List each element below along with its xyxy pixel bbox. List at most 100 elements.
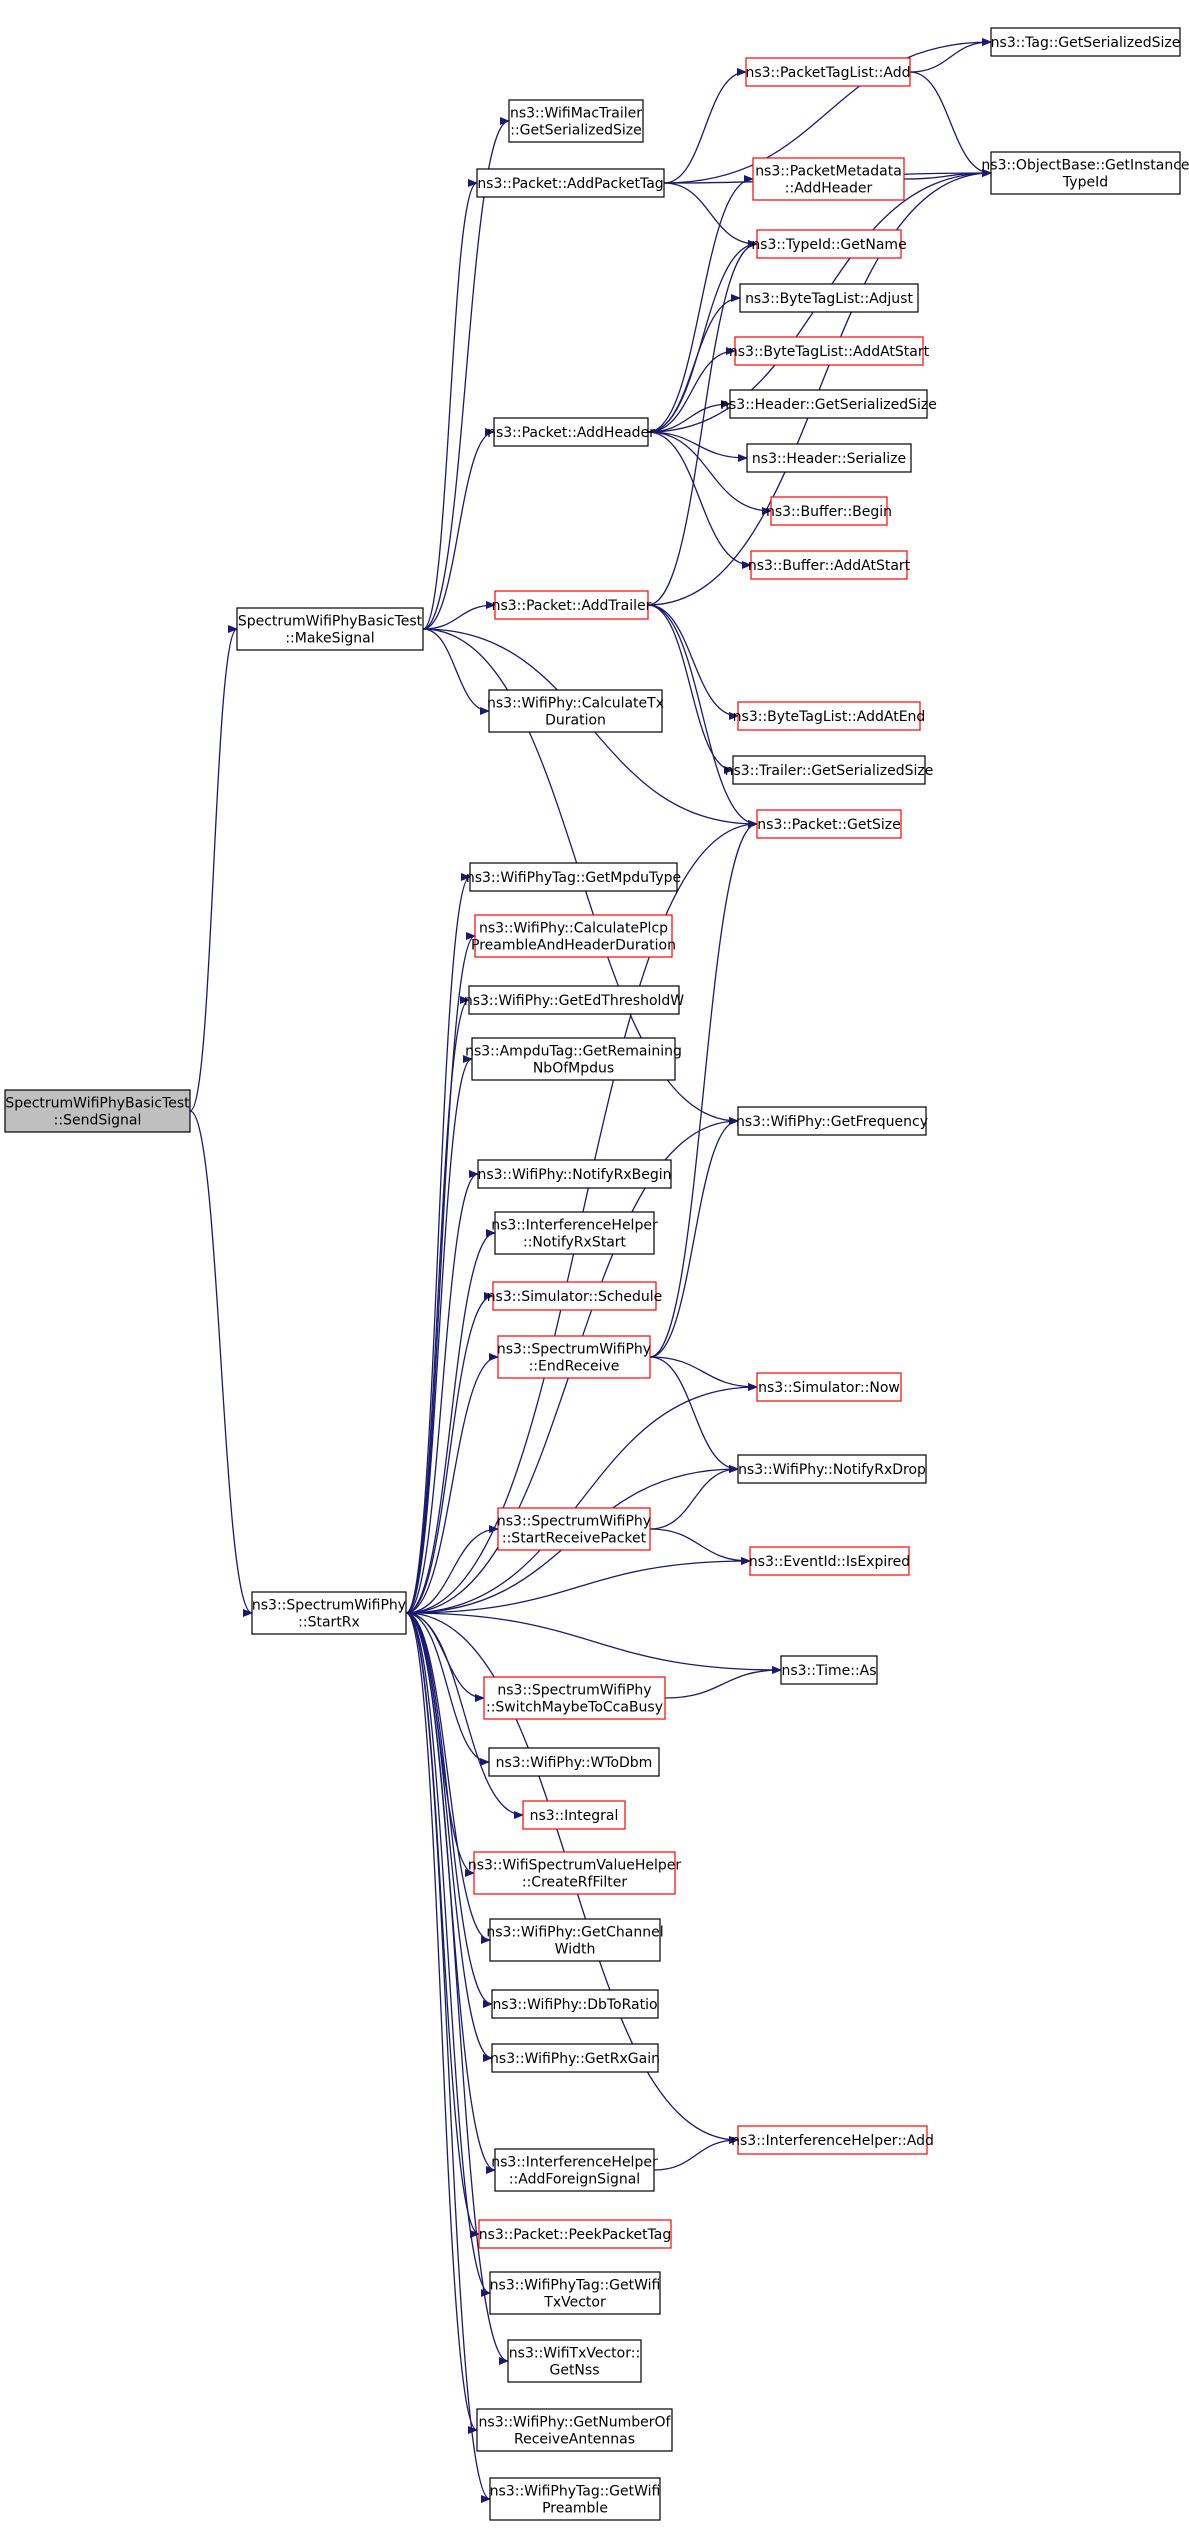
- graph-node-header_serialize[interactable]: ns3::Header::Serialize: [746, 443, 912, 473]
- node-label: ns3::PacketTagList::Add: [745, 65, 910, 81]
- node-box: [770, 496, 888, 526]
- graph-node-bytetag_adjust[interactable]: ns3::ByteTagList::Adjust: [739, 283, 919, 313]
- graph-node-peek_packet_tag[interactable]: ns3::Packet::PeekPacketTag: [478, 2219, 672, 2249]
- graph-node-bytetag_add_at_start[interactable]: ns3::ByteTagList::AddAtStart: [729, 336, 930, 366]
- node-box: [468, 985, 680, 1015]
- node-label: Width: [555, 1941, 596, 1957]
- graph-node-notify_rx_begin[interactable]: ns3::WifiPhy::NotifyRxBegin: [477, 1159, 672, 1189]
- node-box: [493, 417, 649, 447]
- node-label: ::StartReceivePacket: [502, 1530, 647, 1546]
- graph-node-eventid_is_expired[interactable]: ns3::EventId::IsExpired: [749, 1546, 910, 1576]
- graph-node-db_to_ratio[interactable]: ns3::WifiPhy::DbToRatio: [491, 1989, 659, 2019]
- node-box: [474, 914, 673, 958]
- graph-node-typeid_get_name[interactable]: ns3::TypeId::GetName: [751, 229, 907, 259]
- node-box: [491, 2043, 659, 2073]
- node-label: ns3::Time::As: [781, 1663, 876, 1679]
- node-label: ::AddForeignSignal: [509, 2171, 640, 2187]
- node-label: ::SwitchMaybeToCcaBusy: [486, 1699, 663, 1715]
- graph-node-trailer_ser_size[interactable]: ns3::Trailer::GetSerializedSize: [725, 755, 934, 785]
- node-label: ns3::SpectrumWifiPhy: [497, 1682, 651, 1698]
- graph-node-packet_get_size[interactable]: ns3::Packet::GetSize: [756, 809, 902, 839]
- node-box: [739, 283, 919, 313]
- graph-node-txvector_get_nss[interactable]: ns3::WifiTxVector::GetNss: [507, 2339, 642, 2383]
- graph-node-ih_notify_rx_start[interactable]: ns3::InterferenceHelper::NotifyRxStart: [491, 1211, 658, 1255]
- graph-node-ih_add_foreign[interactable]: ns3::InterferenceHelper::AddForeignSigna…: [491, 2148, 658, 2192]
- node-label: ns3::ByteTagList::Adjust: [745, 291, 913, 307]
- graph-node-header_ser_size[interactable]: ns3::Header::GetSerializedSize: [720, 389, 937, 419]
- node-label: ReceiveAntennas: [514, 2431, 635, 2447]
- call-edge-make_signal-to-add_trailer: [422, 601, 496, 630]
- node-box: [489, 2271, 661, 2315]
- node-label: ns3::WifiTxVector::: [509, 2345, 640, 2361]
- call-edge-start_rx-to-get_ed_threshold: [405, 996, 470, 1614]
- graph-node-tag_ser_size[interactable]: ns3::Tag::GetSerializedSize: [990, 27, 1181, 57]
- node-label: ns3::WifiPhy::GetChannel: [486, 1924, 663, 1940]
- node-label: ns3::WifiPhyTag::GetWifi: [490, 2483, 661, 2499]
- call-edge-start_rx-to-time_as: [405, 1612, 782, 1674]
- call-edge-add_trailer-to-typeid_get_name: [647, 240, 758, 606]
- node-label: ns3::WifiPhy::NotifyRxBegin: [477, 1167, 671, 1183]
- graph-node-mac_trailer[interactable]: ns3::WifiMacTrailer::GetSerializedSize: [508, 99, 644, 143]
- node-box: [251, 1591, 407, 1635]
- graph-node-switch_cca_busy[interactable]: ns3::SpectrumWifiPhy::SwitchMaybeToCcaBu…: [483, 1676, 666, 1720]
- node-label: ::NotifyRxStart: [523, 1234, 627, 1250]
- graph-node-time_as[interactable]: ns3::Time::As: [780, 1655, 878, 1685]
- graph-node-w_to_dbm[interactable]: ns3::WifiPhy::WToDbm: [488, 1747, 660, 1777]
- node-label: ns3::SpectrumWifiPhy: [252, 1597, 406, 1613]
- graph-node-add_header[interactable]: ns3::Packet::AddHeader: [487, 417, 655, 447]
- call-edge-add_packet_tag-to-typeid_get_name: [663, 182, 758, 248]
- call-edge-add_packet_tag-to-tag_ser_size: [663, 38, 992, 184]
- graph-node-calc_plcp[interactable]: ns3::WifiPhy::CalculatePlcpPreambleAndHe…: [471, 914, 676, 958]
- graph-node-simulator_schedule[interactable]: ns3::Simulator::Schedule: [487, 1281, 663, 1311]
- graph-node-ih_add[interactable]: ns3::InterferenceHelper::Add: [731, 2125, 934, 2155]
- node-box: [780, 1655, 878, 1685]
- graph-node-get_ed_threshold[interactable]: ns3::WifiPhy::GetEdThresholdW: [464, 985, 684, 1015]
- node-box: [488, 689, 663, 733]
- graph-node-buffer_begin[interactable]: ns3::Buffer::Begin: [766, 496, 892, 526]
- graph-node-get_mpdu_type[interactable]: ns3::WifiPhyTag::GetMpduType: [466, 862, 681, 892]
- node-label: ns3::Packet::AddTrailer: [492, 598, 652, 614]
- node-box: [497, 1507, 651, 1551]
- node-label: ::StartRx: [298, 1614, 360, 1630]
- graph-node-add_trailer[interactable]: ns3::Packet::AddTrailer: [492, 590, 652, 620]
- graph-node-metadata_add_header[interactable]: ns3::PacketMetadata::AddHeader: [752, 157, 905, 201]
- graph-node-notify_rx_drop[interactable]: ns3::WifiPhy::NotifyRxDrop: [737, 1454, 927, 1484]
- call-edge-start_rx-to-ih_notify_rx_start: [405, 1229, 496, 1614]
- call-edge-make_signal-to-mac_trailer: [422, 117, 510, 630]
- nodes-layer: SpectrumWifiPhyBasicTest::SendSignalSpec…: [4, 27, 1189, 2521]
- graph-node-bytetag_add_at_end[interactable]: ns3::ByteTagList::AddAtEnd: [733, 701, 926, 731]
- node-label: ns3::WifiPhy::NotifyRxDrop: [738, 1462, 926, 1478]
- node-box: [473, 1851, 676, 1895]
- node-box: [489, 2477, 661, 2521]
- graph-node-add_packet_tag[interactable]: ns3::Packet::AddPacketTag: [476, 168, 665, 198]
- graph-node-tag_list_add[interactable]: ns3::PacketTagList::Add: [745, 57, 911, 87]
- node-label: ns3::TypeId::GetName: [751, 237, 906, 253]
- graph-node-make_signal[interactable]: SpectrumWifiPhyBasicTest::MakeSignal: [236, 607, 424, 651]
- node-box: [756, 229, 902, 259]
- graph-node-integral[interactable]: ns3::Integral: [522, 1800, 626, 1830]
- graph-node-end_receive[interactable]: ns3::SpectrumWifiPhy::EndReceive: [497, 1335, 651, 1379]
- node-label: ::SendSignal: [54, 1112, 142, 1128]
- call-edge-start_receive_packet-to-notify_rx_drop: [649, 1465, 739, 1530]
- graph-node-buffer_add_at_start[interactable]: ns3::Buffer::AddAtStart: [748, 550, 911, 580]
- graph-node-start_receive_packet[interactable]: ns3::SpectrumWifiPhy::StartReceivePacket: [497, 1507, 651, 1551]
- node-box: [746, 443, 912, 473]
- node-box: [489, 1918, 661, 1962]
- node-label: ns3::Tag::GetSerializedSize: [991, 35, 1181, 51]
- graph-node-get_frequency[interactable]: ns3::WifiPhy::GetFrequency: [736, 1106, 928, 1136]
- graph-node-simulator_now[interactable]: ns3::Simulator::Now: [756, 1372, 902, 1402]
- graph-node-start_rx[interactable]: ns3::SpectrumWifiPhy::StartRx: [251, 1591, 407, 1635]
- graph-node-get_rx_gain[interactable]: ns3::WifiPhy::GetRxGain: [490, 2043, 660, 2073]
- node-label: PreambleAndHeaderDuration: [471, 937, 676, 953]
- call-edge-start_receive_packet-to-eventid_is_expired: [649, 1528, 751, 1565]
- graph-node-create_rf_filter[interactable]: ns3::WifiSpectrumValueHelper::CreateRfFi…: [468, 1851, 682, 1895]
- node-label: ::AddHeader: [785, 180, 873, 196]
